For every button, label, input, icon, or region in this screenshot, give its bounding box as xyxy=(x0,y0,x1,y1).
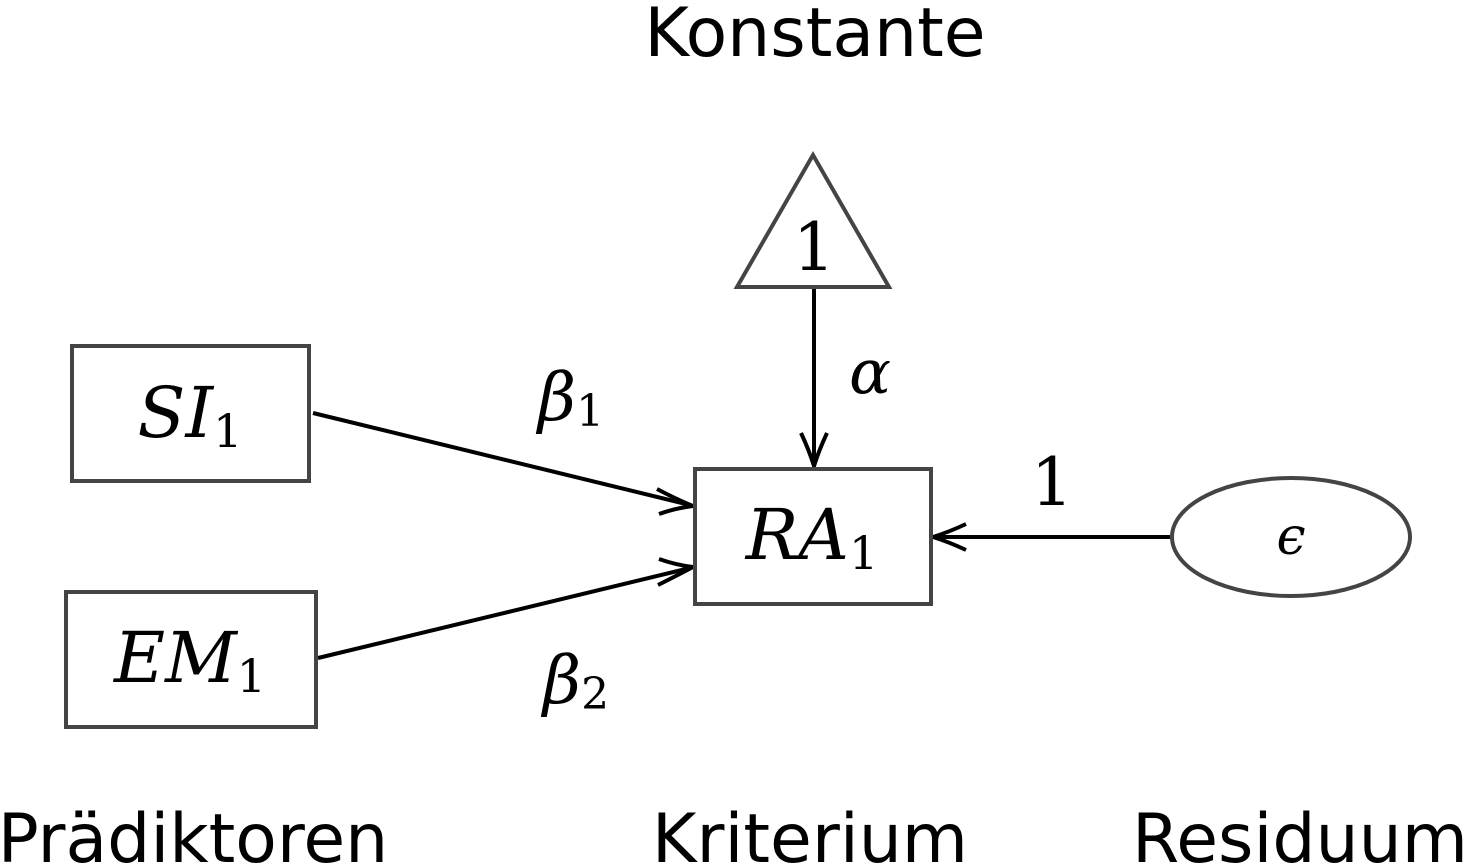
constant-node xyxy=(733,150,893,289)
residual-weight-label: 1 xyxy=(1031,444,1073,521)
heading-konstante: Konstante xyxy=(644,0,985,73)
edge-si-ra xyxy=(312,411,691,507)
em-label: EM1 xyxy=(112,617,266,703)
alpha-label: α xyxy=(849,335,891,408)
edge-em-ra xyxy=(317,566,691,660)
si-label: SI1 xyxy=(138,372,243,458)
beta2-label: β2 xyxy=(540,642,609,720)
heading-kriterium: Kriterium xyxy=(652,800,968,867)
residual-node xyxy=(1170,476,1412,598)
residual-label: ϵ xyxy=(1276,507,1305,567)
ra-node xyxy=(693,467,933,606)
si-node xyxy=(70,344,311,483)
em-node xyxy=(64,590,318,729)
constant-label: 1 xyxy=(793,209,835,286)
heading-praediktoren: Prädiktoren xyxy=(0,800,388,867)
heading-residuum: Residuum xyxy=(1132,800,1467,867)
arrowhead-constant-ra xyxy=(799,432,829,473)
ra-label: RA1 xyxy=(744,494,879,580)
beta1-label: β1 xyxy=(535,359,604,437)
